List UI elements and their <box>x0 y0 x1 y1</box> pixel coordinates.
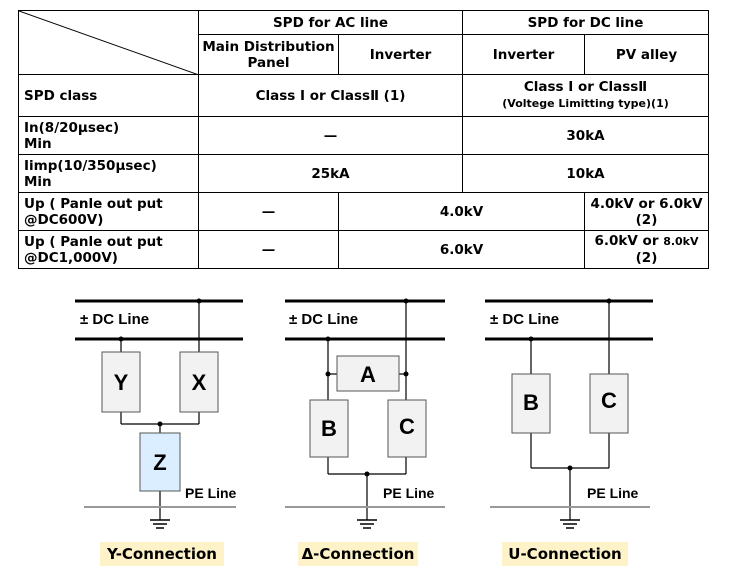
row-label-iimp: Iimp(10/350μsec) Min <box>18 154 199 193</box>
y-junction <box>196 298 202 304</box>
y-junction <box>118 336 124 342</box>
spd-class-dc: Class I or ClassⅡ (Voltege Limitting typ… <box>462 74 710 117</box>
delta-connection-diagram: ± DC Line A B C PE Line <box>285 298 445 529</box>
row-label-iimp-line2: Min <box>24 173 52 190</box>
up600-pv-line1: 4.0kV or 6.0kV <box>590 195 703 212</box>
spd-box-c-delta-label: C <box>399 414 415 439</box>
row-label-up600-line1: Up ( Panle out put <box>24 195 163 212</box>
y-dc-line-label: ± DC Line <box>80 311 149 328</box>
row-label-iimp-line1: Iimp(10/350μsec) <box>24 157 157 174</box>
row-label-spd-class: SPD class <box>18 74 199 117</box>
subheader-main-panel-line1: Main Distribution <box>202 38 335 55</box>
delta-junction <box>325 371 331 377</box>
spd-spec-table: SPD for AC line SPD for DC line Main Dis… <box>18 10 710 269</box>
spd-box-x <box>179 351 219 413</box>
spd-box-a-label: A <box>360 362 376 387</box>
spd-class-dc-line2: (Voltege Limitting type)(1) <box>502 97 669 110</box>
subheader-inverter-dc: Inverter <box>462 34 586 75</box>
row-label-in-line2: Min <box>24 135 52 152</box>
spd-box-y <box>101 351 141 413</box>
spd-box-z-label: Z <box>153 450 166 475</box>
spd-box-c-u-label: C <box>601 388 617 413</box>
delta-junction <box>364 471 370 477</box>
spd-class-ac: Class I or ClassⅡ (1) <box>197 74 464 117</box>
up1000-pv-line1b: 8.0kV <box>663 235 699 248</box>
spd-box-b-u <box>511 373 551 434</box>
subheader-inverter-ac: Inverter <box>337 34 464 75</box>
delta-junction <box>403 371 409 377</box>
spd-box-b-delta <box>309 399 349 458</box>
spd-box-c-u <box>589 373 629 434</box>
up1000-pv: 6.0kV or 8.0kV (2) <box>584 230 710 269</box>
u-junction <box>528 336 534 342</box>
y-connection-diagram: ± DC Line Y X Z PE Line <box>75 298 243 529</box>
spd-box-a <box>336 355 400 392</box>
row-label-up1000-line2: @DC1,000V) <box>24 249 118 266</box>
u-connection-diagram: ± DC Line B C PE Line <box>485 298 653 529</box>
up1000-pv-line1a: 6.0kV or <box>594 233 664 249</box>
corner-diagonal <box>19 11 199 75</box>
spd-box-x-label: X <box>192 370 207 395</box>
up1000-inverters: 6.0kV <box>337 230 586 269</box>
iimp-dc: 10kA <box>462 154 710 193</box>
u-pe-line-label: PE Line <box>587 485 639 501</box>
y-junction <box>157 421 163 427</box>
delta-dc-line-label: ± DC Line <box>289 311 358 328</box>
row-label-up600-line2: @DC600V) <box>24 211 104 228</box>
spd-box-b-delta-label: B <box>321 416 337 441</box>
u-junction <box>567 465 573 471</box>
row-label-in: In(8/20μsec) Min <box>18 116 199 155</box>
up1000-pv-line2: (2) <box>635 250 658 266</box>
delta-ground-icon <box>357 519 377 529</box>
y-ground-icon <box>150 519 170 529</box>
delta-junction <box>403 298 409 304</box>
delta-junction <box>325 336 331 342</box>
u-dc-line-label: ± DC Line <box>490 311 559 328</box>
spd-box-y-label: Y <box>114 370 129 395</box>
up600-main-panel: — <box>198 192 339 231</box>
y-connection-caption: Y-Connection <box>100 542 224 566</box>
row-label-in-line1: In(8/20μsec) <box>24 119 120 136</box>
y-pe-line-label: PE Line <box>185 485 237 501</box>
up600-inverters: 4.0kV <box>337 192 586 231</box>
header-dc: SPD for DC line <box>462 10 710 35</box>
spd-box-z <box>139 432 181 492</box>
up1000-main-panel: — <box>198 230 339 269</box>
spd-box-b-u-label: B <box>523 390 539 415</box>
table-corner-cell <box>18 10 199 75</box>
delta-pe-line-label: PE Line <box>383 485 435 501</box>
up600-pv-line2: (2) <box>635 211 658 228</box>
row-label-up1000: Up ( Panle out put @DC1,000V) <box>18 230 199 269</box>
u-junction <box>606 298 612 304</box>
delta-connection-caption: Δ-Connection <box>298 542 418 566</box>
u-ground-icon <box>560 519 580 529</box>
row-label-up1000-line1: Up ( Panle out put <box>24 233 163 250</box>
spd-box-c-delta <box>387 399 427 458</box>
spd-class-dc-line1: Class I or ClassⅡ <box>523 79 648 95</box>
u-connection-caption: U-Connection <box>502 542 628 566</box>
subheader-main-panel-line2: Panel <box>247 54 290 71</box>
